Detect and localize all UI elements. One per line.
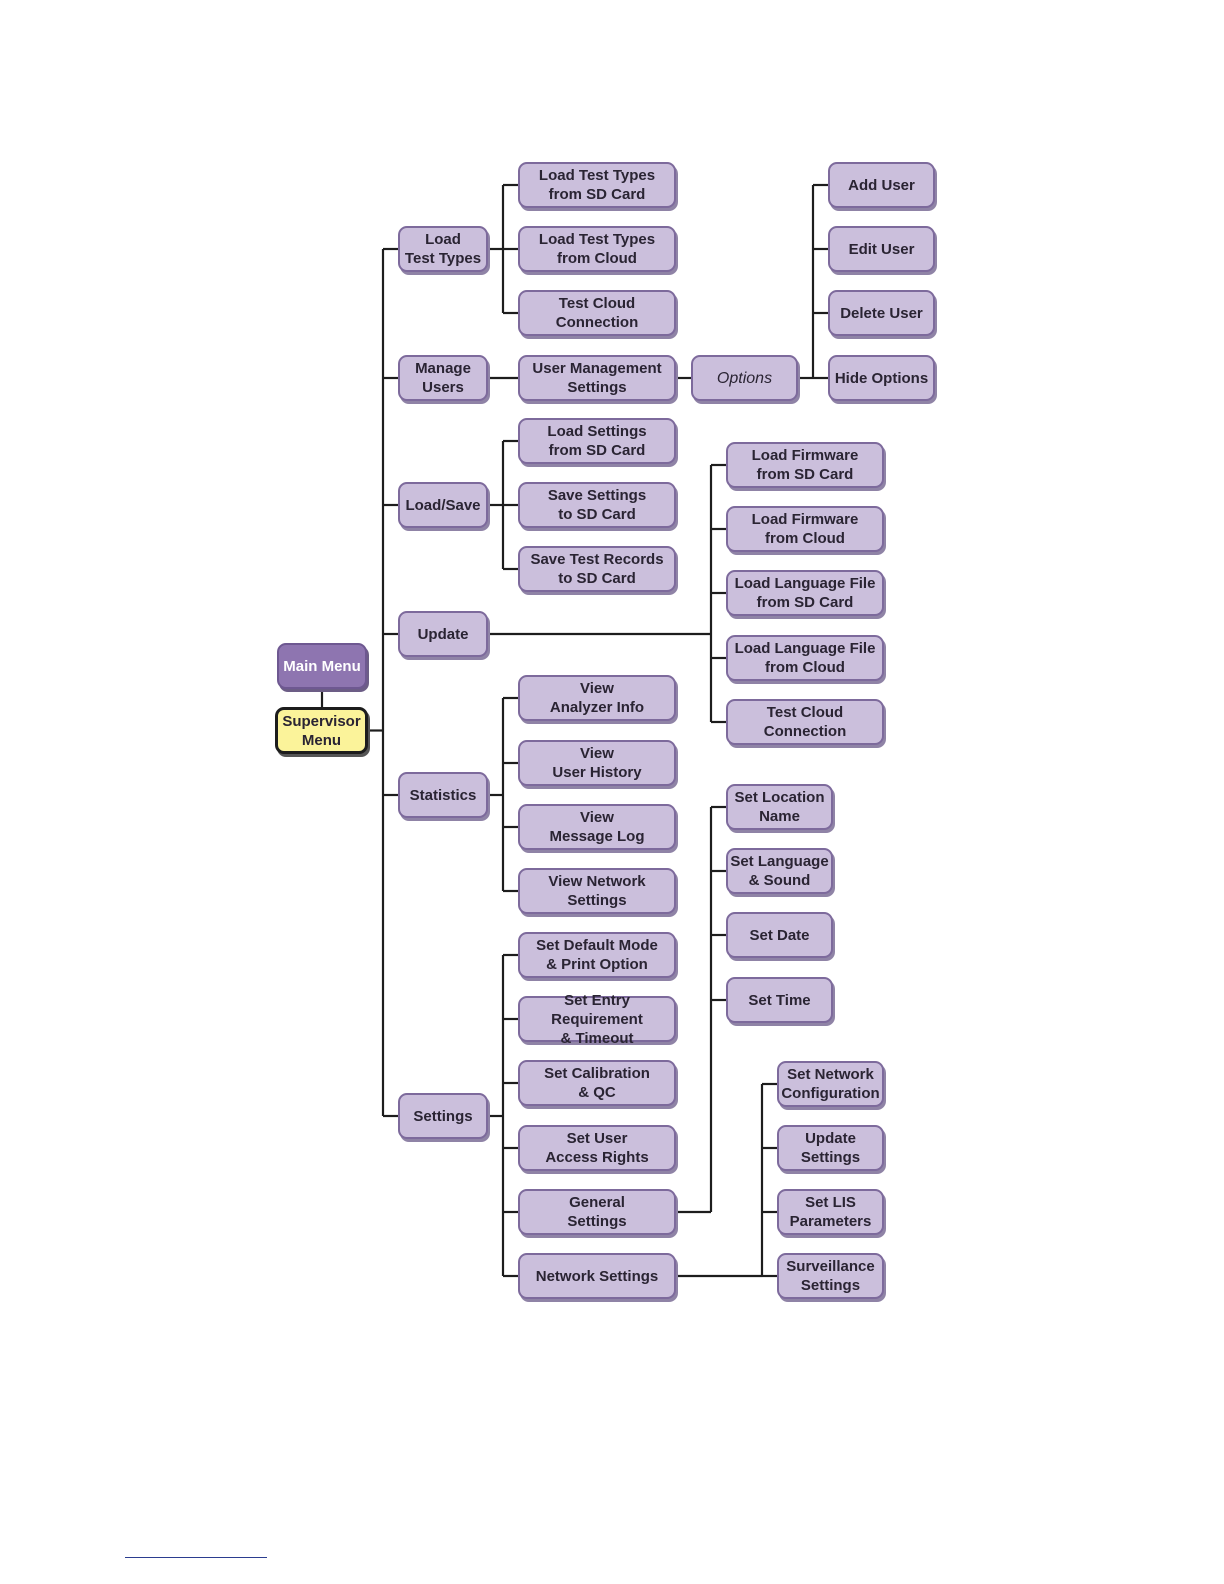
node-view-network-settings[interactable]: View Network Settings [518, 868, 676, 914]
footnote-rule [125, 1557, 267, 1558]
node-set-time[interactable]: Set Time [726, 977, 833, 1023]
node-save-settings-sd[interactable]: Save Settings to SD Card [518, 482, 676, 528]
node-network-settings[interactable]: Network Settings [518, 1253, 676, 1299]
node-hide-options[interactable]: Hide Options [828, 355, 935, 401]
node-load-firmware-cloud[interactable]: Load Firmware from Cloud [726, 506, 884, 552]
node-save-test-records-sd[interactable]: Save Test Records to SD Card [518, 546, 676, 592]
node-set-default-mode[interactable]: Set Default Mode & Print Option [518, 932, 676, 978]
node-view-user-history[interactable]: View User History [518, 740, 676, 786]
node-add-user[interactable]: Add User [828, 162, 935, 208]
node-set-network-configuration[interactable]: Set Network Configuration [777, 1061, 884, 1107]
node-load-save[interactable]: Load/Save [398, 482, 488, 528]
node-surveillance-settings[interactable]: Surveillance Settings [777, 1253, 884, 1299]
node-update-settings[interactable]: Update Settings [777, 1125, 884, 1171]
node-set-calibration[interactable]: Set Calibration & QC [518, 1060, 676, 1106]
node-general-settings[interactable]: General Settings [518, 1189, 676, 1235]
node-load-test-types[interactable]: Load Test Types [398, 226, 488, 272]
node-set-entry-requirement[interactable]: Set Entry Requirement & Timeout [518, 992, 676, 1047]
node-options[interactable]: Options [691, 355, 798, 401]
node-load-firmware-sd[interactable]: Load Firmware from SD Card [726, 442, 884, 488]
node-load-test-types-sd[interactable]: Load Test Types from SD Card [518, 162, 676, 208]
node-test-cloud-connection-2[interactable]: Test Cloud Connection [726, 699, 884, 745]
node-set-lis-parameters[interactable]: Set LIS Parameters [777, 1189, 884, 1235]
node-view-analyzer-info[interactable]: View Analyzer Info [518, 675, 676, 721]
node-update[interactable]: Update [398, 611, 488, 657]
node-load-language-sd[interactable]: Load Language File from SD Card [726, 570, 884, 616]
node-test-cloud-connection-1[interactable]: Test Cloud Connection [518, 290, 676, 336]
node-view-message-log[interactable]: View Message Log [518, 804, 676, 850]
node-main-menu[interactable]: Main Menu [277, 643, 367, 689]
node-set-location-name[interactable]: Set Location Name [726, 784, 833, 830]
node-settings[interactable]: Settings [398, 1093, 488, 1139]
node-manage-users[interactable]: Manage Users [398, 355, 488, 401]
node-edit-user[interactable]: Edit User [828, 226, 935, 272]
node-set-user-access[interactable]: Set User Access Rights [518, 1125, 676, 1171]
node-supervisor-menu[interactable]: Supervisor Menu [275, 707, 368, 754]
node-load-settings-sd[interactable]: Load Settings from SD Card [518, 418, 676, 464]
node-load-language-cloud[interactable]: Load Language File from Cloud [726, 635, 884, 681]
node-user-management-settings[interactable]: User Management Settings [518, 355, 676, 401]
node-statistics[interactable]: Statistics [398, 772, 488, 818]
node-load-test-types-cloud[interactable]: Load Test Types from Cloud [518, 226, 676, 272]
node-delete-user[interactable]: Delete User [828, 290, 935, 336]
node-set-date[interactable]: Set Date [726, 912, 833, 958]
node-set-language-sound[interactable]: Set Language & Sound [726, 848, 833, 894]
